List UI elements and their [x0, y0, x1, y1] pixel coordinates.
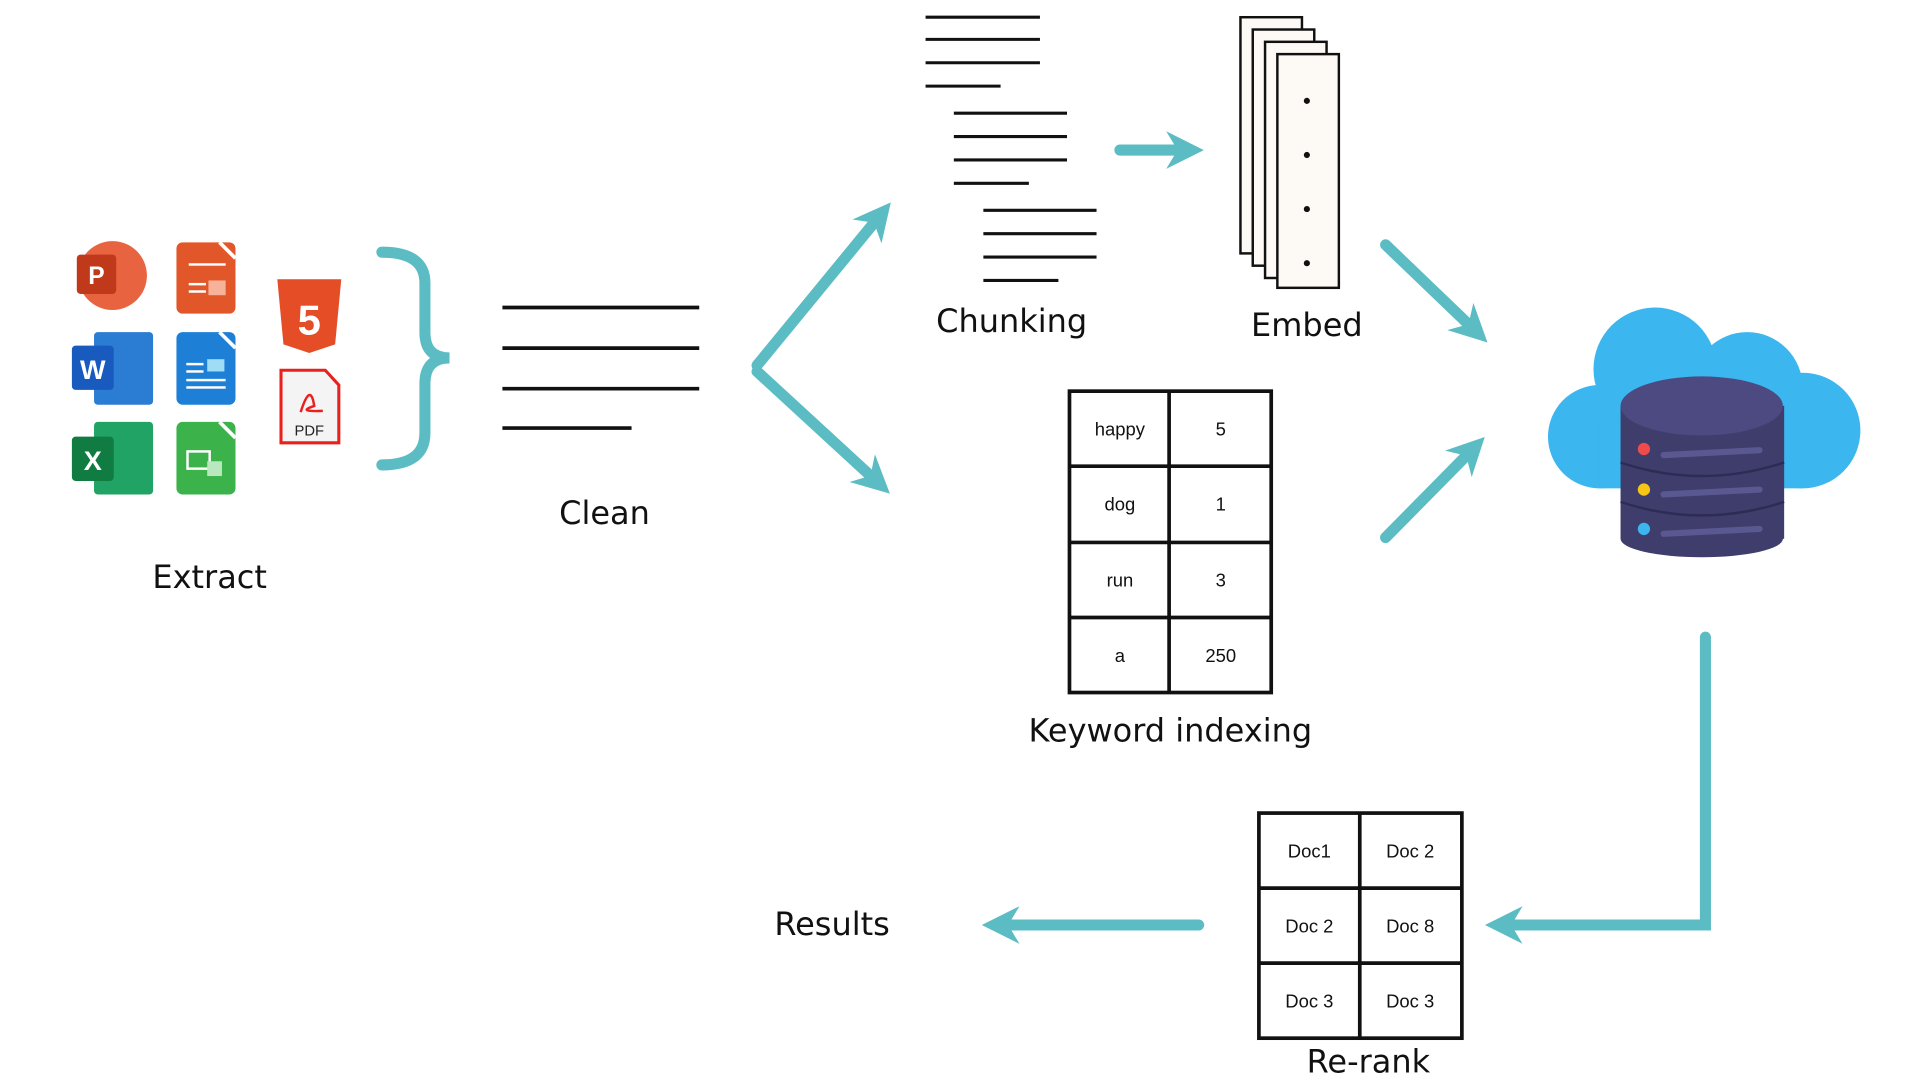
svg-text:5: 5	[1216, 418, 1226, 439]
table-row: Doc 2 Doc 8	[1285, 915, 1434, 936]
chunk-lines	[925, 15, 1097, 282]
arrow-to-keyword	[751, 365, 890, 494]
writer-icon	[176, 330, 237, 405]
rerank-label: Re-rank	[1307, 1043, 1431, 1080]
keyword-table: happy 5 dog 1 run 3 a 250	[1067, 389, 1274, 695]
cloud-database-icon	[1547, 307, 1861, 558]
svg-text:X: X	[84, 446, 102, 476]
table-row: a 250	[1115, 645, 1236, 666]
arrow-embed-to-db	[1380, 239, 1488, 343]
brace	[376, 246, 450, 471]
svg-text:P: P	[88, 263, 104, 290]
pdf-icon: PDF	[279, 368, 341, 445]
svg-text:3: 3	[1216, 570, 1226, 591]
clean-text-lines	[502, 305, 700, 430]
svg-text:1: 1	[1216, 493, 1226, 514]
calc-icon	[176, 420, 237, 495]
clean-label: Clean	[559, 494, 650, 532]
svg-text:Doc 3: Doc 3	[1285, 990, 1333, 1011]
svg-text:5: 5	[298, 297, 321, 344]
svg-text:PDF: PDF	[295, 423, 325, 439]
embed-label: Embed	[1251, 306, 1363, 344]
table-row: dog 1	[1105, 493, 1226, 514]
svg-text:W: W	[80, 355, 106, 385]
table-row: run 3	[1107, 570, 1226, 591]
svg-text:Doc1: Doc1	[1288, 840, 1331, 861]
arrow-to-chunking	[751, 202, 891, 371]
results-label: Results	[774, 905, 889, 943]
svg-text:happy: happy	[1095, 418, 1146, 439]
keyword-indexing-label: Keyword indexing	[1029, 712, 1313, 750]
extract-label: Extract	[152, 558, 267, 596]
html5-icon: 5	[277, 279, 342, 354]
svg-text:250: 250	[1205, 645, 1236, 666]
arrow-db-to-rerank	[1484, 631, 1711, 944]
svg-text:Doc 2: Doc 2	[1386, 840, 1434, 861]
table-row: Doc1 Doc 2	[1288, 840, 1434, 861]
svg-text:Doc 8: Doc 8	[1386, 915, 1434, 936]
svg-text:a: a	[1115, 645, 1126, 666]
svg-text:dog: dog	[1105, 493, 1136, 514]
table-row: Doc 3 Doc 3	[1285, 990, 1434, 1011]
svg-text:run: run	[1107, 570, 1134, 591]
arrow-keyword-to-db	[1380, 437, 1485, 544]
svg-text:Doc 3: Doc 3	[1386, 990, 1434, 1011]
svg-text:Doc 2: Doc 2	[1285, 915, 1333, 936]
embedding-pages	[1239, 15, 1341, 290]
chunking-label: Chunking	[936, 302, 1087, 340]
word-icon: W	[71, 332, 154, 405]
table-row: happy 5	[1095, 418, 1226, 439]
excel-icon: X	[71, 421, 154, 495]
powerpoint-icon: P	[76, 241, 147, 310]
rerank-table: Doc1 Doc 2 Doc 2 Doc 8 Doc 3 Doc 3	[1257, 811, 1464, 1041]
impress-icon	[176, 241, 237, 314]
